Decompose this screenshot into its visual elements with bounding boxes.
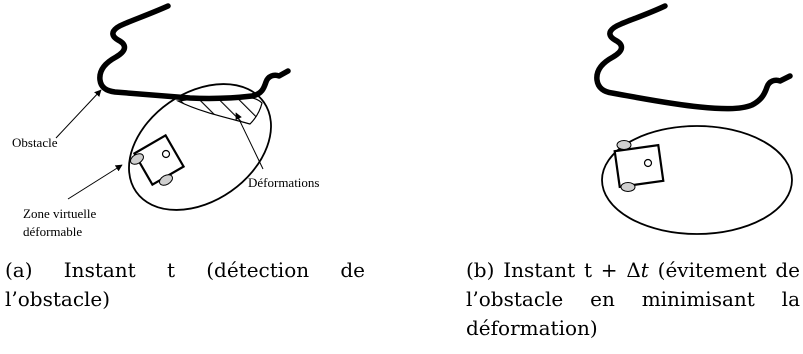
robot [130, 133, 186, 187]
label-zone-line1: Zone virtuelle [23, 206, 97, 221]
caption-b: (b) Instant t + Δt (évite­ment de l’obst… [466, 256, 800, 343]
obstacle-line [594, 3, 793, 112]
caption-a-line2: l’obstacle) [5, 287, 111, 311]
deformations-arrow [235, 112, 264, 170]
label-deformations: Déformations [248, 175, 319, 190]
robot [613, 140, 665, 192]
robot-wheel-left [130, 153, 144, 165]
robot-wheel-right [159, 174, 173, 186]
caption-a-line1: Instant t (détection de [63, 258, 365, 282]
obstacle-line [97, 3, 291, 102]
caption-b-post: (évite­ment de l’obstacle en mi­nimisant… [466, 258, 801, 340]
zone-arrow [67, 164, 123, 200]
panel-b [594, 3, 793, 235]
virtual-deformable-zone-ellipse [128, 83, 272, 211]
obstacle-arrow [55, 89, 102, 139]
label-zone-line2: déformable [23, 224, 82, 239]
figure: Obstacle Déformations Zone virtuelle déf… [12, 3, 793, 239]
caption-a: (a) Instant t (détection de l’obstacle) [5, 256, 365, 314]
caption-b-tag: (b) [466, 258, 495, 282]
robot-body [613, 143, 665, 189]
robot-wheel-bottom [620, 182, 636, 192]
caption-b-pre: Instant t + Δ [503, 258, 641, 282]
robot-wheel-top [616, 140, 632, 150]
robot-center-marker [161, 149, 171, 159]
caption-b-var: t [640, 258, 649, 282]
robot-center-marker [643, 158, 653, 168]
label-obstacle: Obstacle [12, 135, 58, 150]
panel-a: Obstacle Déformations Zone virtuelle déf… [12, 3, 319, 239]
virtual-deformable-zone-ellipse [601, 125, 793, 235]
caption-a-tag: (a) [5, 258, 33, 282]
